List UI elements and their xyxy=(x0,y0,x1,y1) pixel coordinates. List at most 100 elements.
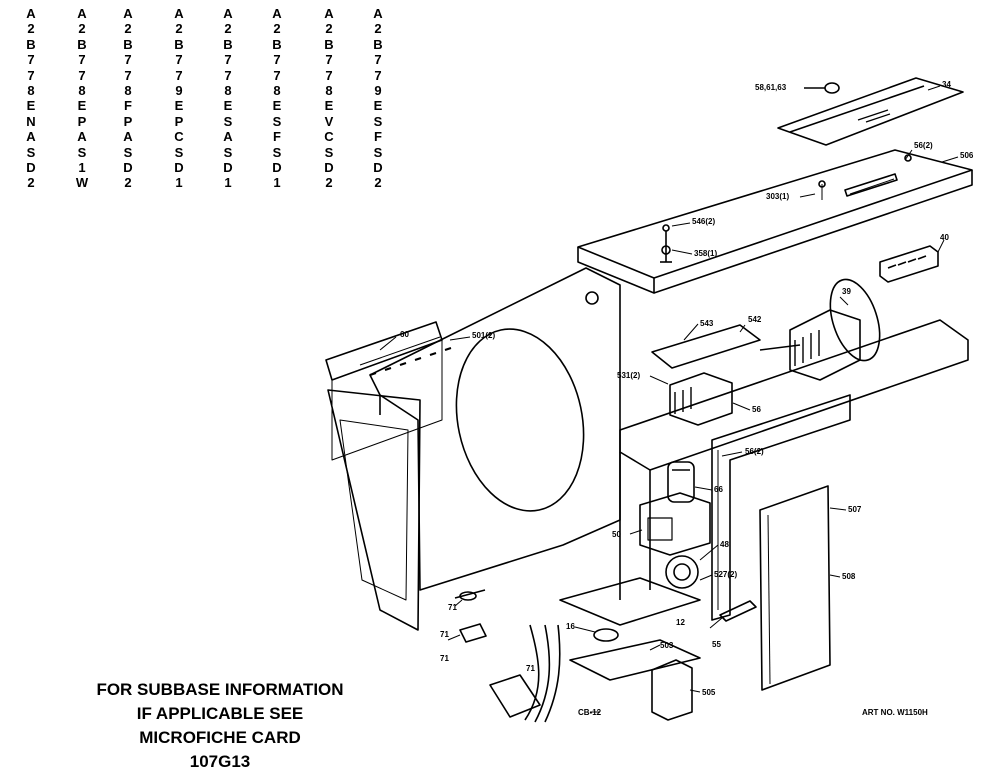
subbase-line-1: FOR SUBBASE INFORMATION xyxy=(96,680,344,699)
model-char: 7 xyxy=(374,67,382,83)
model-char: A xyxy=(324,6,334,21)
part-label: 40 xyxy=(940,233,949,242)
model-char: A xyxy=(272,6,282,21)
blower-panel xyxy=(369,267,621,591)
model-char: 8 xyxy=(124,83,132,99)
model-char: 1 xyxy=(273,175,281,191)
part-label: 543 xyxy=(700,319,714,328)
top-cover-plate xyxy=(777,77,964,146)
model-char: B xyxy=(174,36,184,52)
part-label: 56(2) xyxy=(914,141,933,150)
part-label: 71 xyxy=(526,664,535,673)
model-char: A xyxy=(223,129,233,145)
model-char: 2 xyxy=(273,21,281,37)
model-char: E xyxy=(223,98,233,114)
model-char: N xyxy=(26,113,36,129)
model-char: 2 xyxy=(374,21,382,37)
model-char: 2 xyxy=(124,21,132,37)
model-char: A xyxy=(174,6,184,21)
model-char: 7 xyxy=(175,67,183,83)
model-char: A xyxy=(26,129,36,145)
model-char: B xyxy=(77,36,87,52)
model-char: S xyxy=(174,144,184,160)
model-char: C xyxy=(324,129,334,145)
model-char: S xyxy=(223,113,233,129)
model-char: A xyxy=(77,6,87,21)
model-char: 7 xyxy=(325,52,333,68)
subbase-note: FOR SUBBASE INFORMATION IF APPLICABLE SE… xyxy=(30,678,410,774)
model-char: 1 xyxy=(78,160,86,176)
model-char: D xyxy=(324,160,334,176)
part-label: 303(1) xyxy=(766,192,790,201)
model-char: 8 xyxy=(27,83,35,99)
model-char: E xyxy=(272,98,282,114)
model-char: D xyxy=(26,160,36,176)
model-char: A xyxy=(26,6,36,21)
model-char: 7 xyxy=(78,52,86,68)
model-char: B xyxy=(272,36,282,52)
model-char: D xyxy=(272,160,282,176)
part-label: 16 xyxy=(566,622,575,631)
control-knob xyxy=(804,82,840,94)
model-char: D xyxy=(174,160,184,176)
model-char: 7 xyxy=(273,52,281,68)
model-char: 9 xyxy=(175,83,183,99)
part-label: 505 xyxy=(702,688,716,697)
model-char: 2 xyxy=(27,21,35,37)
model-char: 2 xyxy=(124,175,132,191)
part-label: 508 xyxy=(842,572,856,581)
mounting-bracket xyxy=(719,600,757,622)
model-char: 2 xyxy=(325,21,333,37)
model-char: A xyxy=(123,129,133,145)
model-char: 1 xyxy=(224,175,232,191)
part-label: 358(1) xyxy=(694,249,718,258)
control-box xyxy=(711,394,851,621)
part-label: 56(2) xyxy=(745,447,764,456)
model-char: 8 xyxy=(325,83,333,99)
part-label: 66 xyxy=(714,485,723,494)
part-label: 48 xyxy=(720,540,729,549)
art-number: ART NO. W1150H xyxy=(862,708,928,717)
model-char: D xyxy=(373,160,383,176)
part-label: CB-12 xyxy=(578,708,602,717)
part-label: 39 xyxy=(842,287,851,296)
model-char: S xyxy=(324,144,334,160)
part-label: 71 xyxy=(440,654,449,663)
model-char: E xyxy=(324,98,334,114)
model-char: F xyxy=(374,129,382,145)
part-label: 531(2) xyxy=(617,371,641,380)
model-char: 2 xyxy=(27,175,35,191)
model-char: V xyxy=(324,113,334,129)
model-char: F xyxy=(124,98,132,114)
base-pan xyxy=(619,319,969,600)
model-char: 7 xyxy=(224,52,232,68)
switch-box xyxy=(651,659,693,721)
model-char: B xyxy=(26,36,36,52)
model-char: S xyxy=(272,113,282,129)
model-char: P xyxy=(77,113,87,129)
terminal-block xyxy=(879,239,945,283)
model-char: B xyxy=(223,36,233,52)
contactor xyxy=(639,492,711,556)
model-char: 7 xyxy=(273,67,281,83)
model-char: S xyxy=(272,144,282,160)
subbase-line-4: 107G13 xyxy=(189,752,251,771)
side-bracket xyxy=(325,321,452,631)
access-cover xyxy=(759,485,831,691)
model-char: E xyxy=(373,98,383,114)
part-label: 546(2) xyxy=(692,217,716,226)
model-char: 8 xyxy=(273,83,281,99)
model-char: P xyxy=(123,113,133,129)
fan-blade xyxy=(665,555,699,589)
model-char: 1 xyxy=(175,175,183,191)
model-char: 7 xyxy=(124,52,132,68)
model-char: S xyxy=(373,144,383,160)
model-char: 7 xyxy=(27,67,35,83)
